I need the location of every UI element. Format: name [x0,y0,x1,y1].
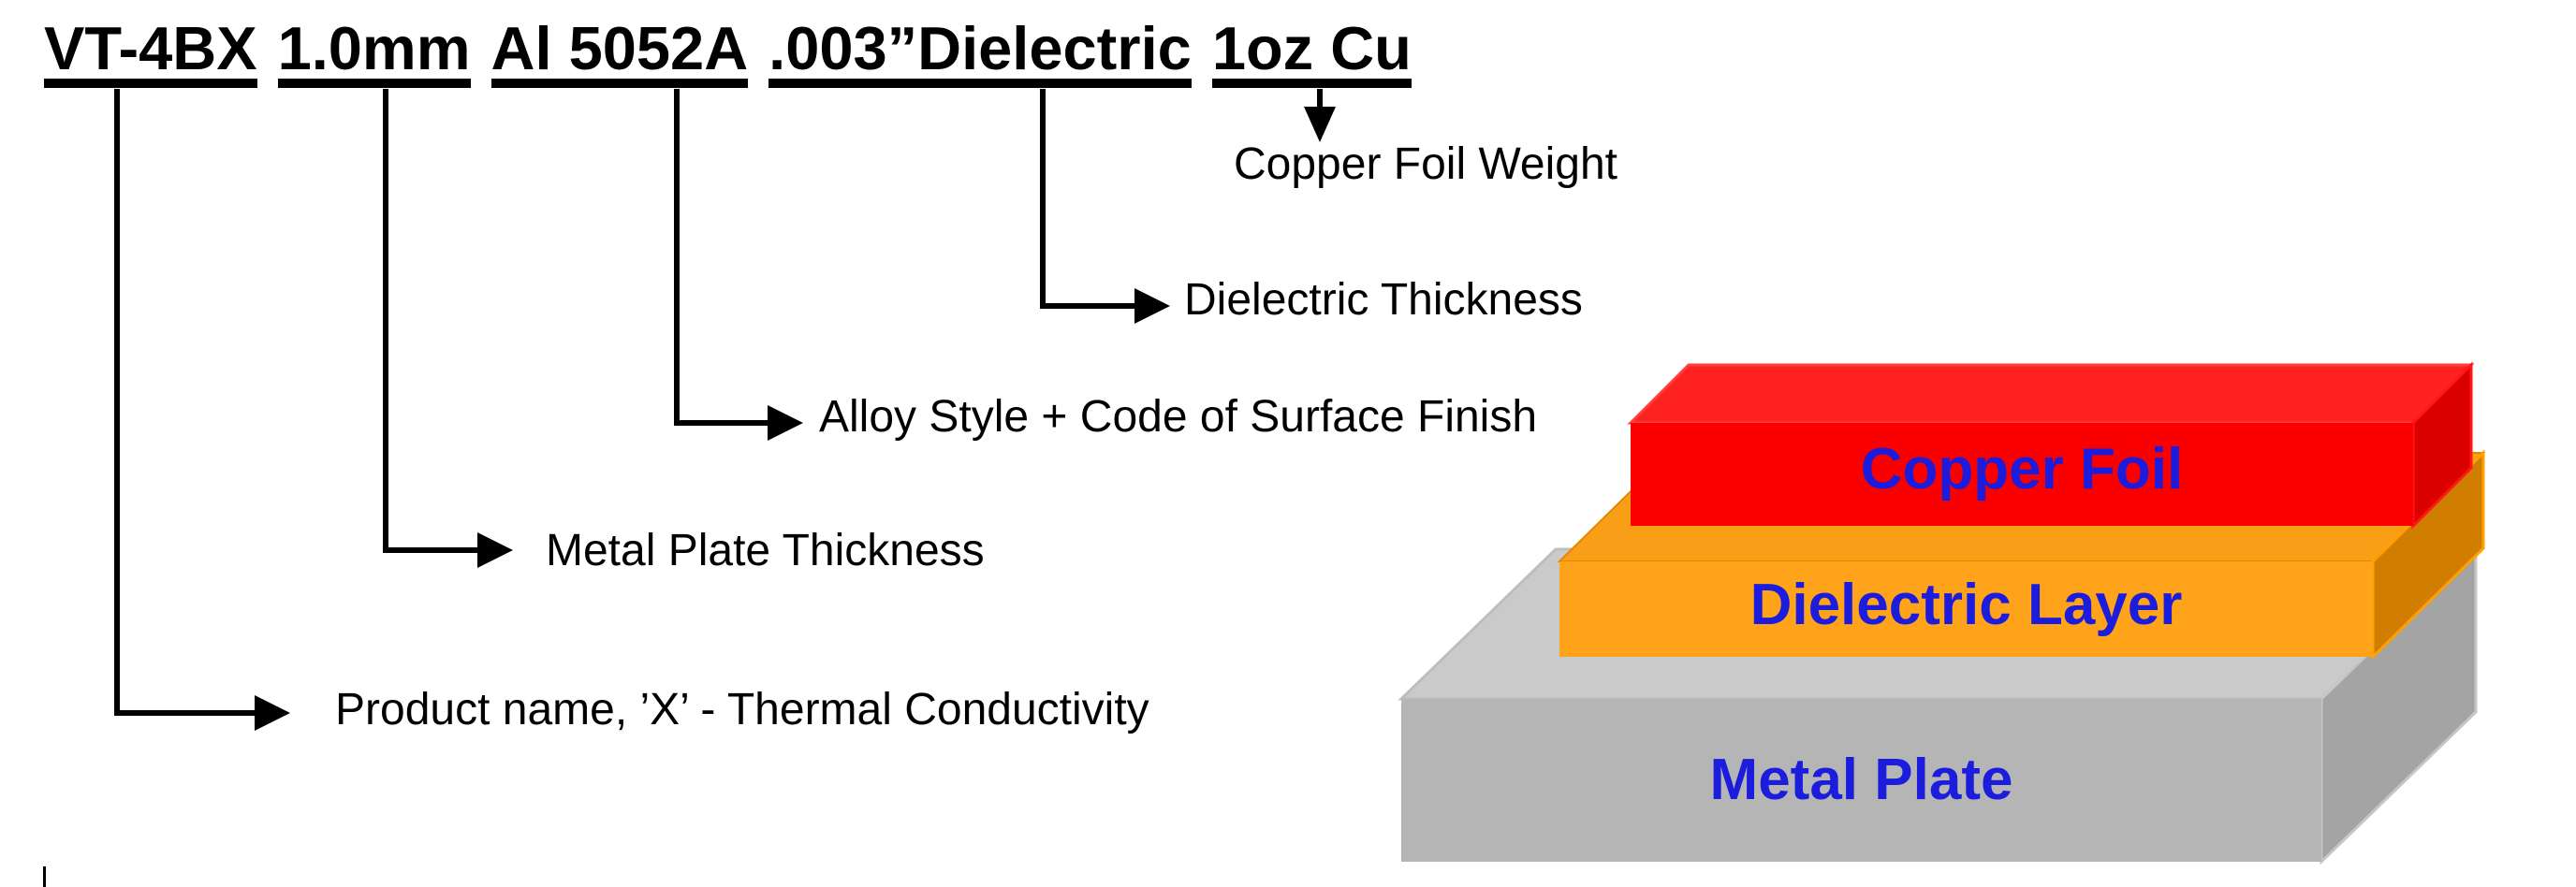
arrowhead-right-icon [1134,288,1170,324]
segment-product-name: VT-4BX [44,18,257,88]
segment-plate-thickness: 1.0mm [277,18,471,88]
connector-copper-foil-weight [1304,89,1336,142]
text-cursor-tick [43,866,46,887]
label-copper-foil: Copper Foil [1860,437,2184,502]
connector-dielectric-thickness [1040,89,1170,324]
copper-foil-block [1627,361,2475,530]
dielectric-front-face [1559,561,2373,657]
copper-foil-top-face [1627,363,2475,425]
callout-dielectric-thickness: Dielectric Thickness [1184,275,1583,325]
callout-product-name: Product name, ’X’ - Thermal Conductivity [335,685,1149,734]
callout-copper-foil-weight: Copper Foil Weight [1234,139,1617,189]
segment-dielectric: .003”Dielectric [768,18,1192,88]
arrowhead-right-icon [477,532,513,568]
segment-alloy: Al 5052A [490,18,749,88]
connector-alloy-style [674,89,803,441]
metal-plate-front-face [1401,699,2321,862]
label-dielectric-layer: Dielectric Layer [1749,573,2183,637]
connector-product-name [114,89,290,731]
connector-metal-plate-thickness [383,89,513,568]
part-number-title: VT-4BX 1.0mm Al 5052A .003”Dielectric 1o… [44,18,1412,88]
arrowhead-right-icon [255,695,290,731]
callout-alloy-style: Alloy Style + Code of Surface Finish [819,392,1538,442]
arrowhead-right-icon [768,405,803,441]
arrowhead-down-icon [1304,107,1336,142]
callout-metal-plate-thickness: Metal Plate Thickness [546,526,985,575]
segment-copper-weight: 1oz Cu [1211,18,1412,88]
label-metal-plate: Metal Plate [1709,748,2013,812]
copper-foil-front-face [1631,423,2413,526]
